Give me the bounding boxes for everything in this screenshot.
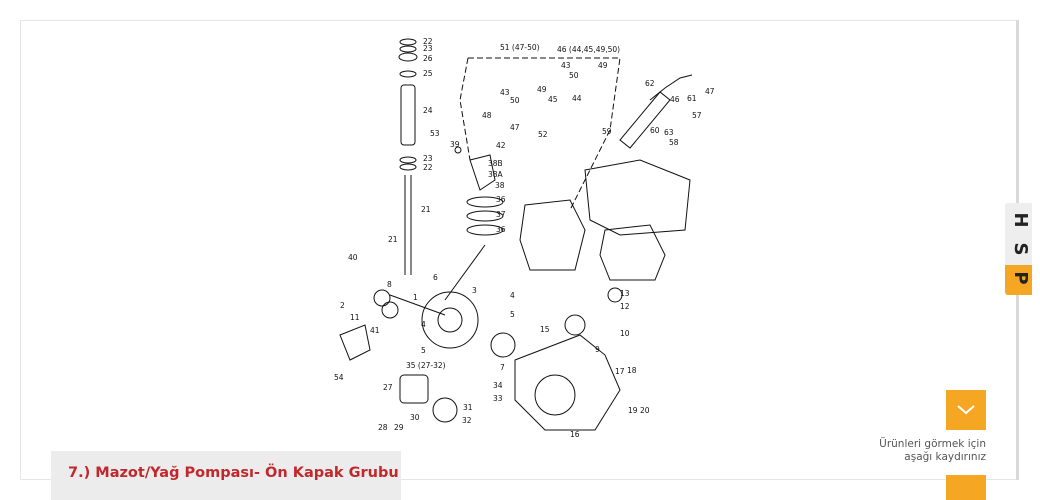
svg-text:59: 59 xyxy=(602,127,612,136)
svg-text:5: 5 xyxy=(421,346,426,355)
svg-text:50: 50 xyxy=(569,71,579,80)
svg-text:26: 26 xyxy=(423,54,433,63)
svg-text:4: 4 xyxy=(421,320,426,329)
svg-text:57: 57 xyxy=(692,111,702,120)
svg-text:33: 33 xyxy=(493,394,503,403)
svg-text:37: 37 xyxy=(496,210,506,219)
svg-text:51 (47-50): 51 (47-50) xyxy=(500,43,540,52)
svg-text:6: 6 xyxy=(433,273,438,282)
svg-text:47: 47 xyxy=(705,87,715,96)
scroll-hint: Ürünleri görmek için aşağı kaydırınız xyxy=(879,438,986,464)
svg-text:43: 43 xyxy=(561,61,571,70)
svg-text:22: 22 xyxy=(423,37,433,46)
svg-text:7: 7 xyxy=(500,363,505,372)
secondary-button[interactable] xyxy=(946,475,986,500)
svg-text:13: 13 xyxy=(620,289,630,298)
svg-text:15: 15 xyxy=(540,325,550,334)
svg-text:60: 60 xyxy=(650,126,660,135)
chevron-down-icon xyxy=(957,405,975,415)
svg-text:5: 5 xyxy=(510,310,515,319)
svg-text:49: 49 xyxy=(598,61,608,70)
svg-text:52: 52 xyxy=(538,130,548,139)
svg-text:23: 23 xyxy=(423,154,433,163)
svg-text:22: 22 xyxy=(423,163,433,172)
tab-letter-p: P xyxy=(1010,271,1031,285)
svg-text:53: 53 xyxy=(430,129,440,138)
svg-text:49: 49 xyxy=(537,85,547,94)
svg-text:46 (44,45,49,50): 46 (44,45,49,50) xyxy=(557,45,620,54)
scroll-down-button[interactable] xyxy=(946,390,986,430)
svg-text:36: 36 xyxy=(496,225,506,234)
svg-text:50: 50 xyxy=(510,96,520,105)
svg-text:39: 39 xyxy=(450,140,460,149)
tab-accent-stripe xyxy=(1005,265,1032,295)
scroll-hint-line2: aşağı kaydırınız xyxy=(904,451,986,463)
tab-letter-h: H xyxy=(1010,212,1031,228)
svg-text:35 (27-32): 35 (27-32) xyxy=(406,361,446,370)
caption-panel: 7.) Mazot/Yağ Pompası- Ön Kapak Grubu xyxy=(51,451,401,500)
svg-text:10: 10 xyxy=(620,329,630,338)
section-title: 7.) Mazot/Yağ Pompası- Ön Kapak Grubu xyxy=(68,465,399,481)
svg-text:24: 24 xyxy=(423,106,433,115)
scroll-hint-line1: Ürünleri görmek için xyxy=(879,438,986,450)
svg-text:20: 20 xyxy=(640,406,650,415)
svg-text:38A: 38A xyxy=(488,170,504,179)
svg-text:4: 4 xyxy=(510,291,515,300)
svg-text:36: 36 xyxy=(496,195,506,204)
svg-text:31: 31 xyxy=(463,403,473,412)
svg-text:11: 11 xyxy=(350,313,360,322)
svg-text:12: 12 xyxy=(620,302,630,311)
svg-text:30: 30 xyxy=(410,413,420,422)
svg-text:48: 48 xyxy=(482,111,492,120)
svg-text:3: 3 xyxy=(472,286,477,295)
svg-text:9: 9 xyxy=(595,345,600,354)
svg-text:40: 40 xyxy=(348,253,358,262)
svg-text:17: 17 xyxy=(615,367,625,376)
svg-text:38: 38 xyxy=(495,181,505,190)
svg-text:58: 58 xyxy=(669,138,679,147)
svg-text:32: 32 xyxy=(462,416,472,425)
svg-text:62: 62 xyxy=(645,79,655,88)
hsp-side-tab[interactable]: H S P xyxy=(1005,203,1032,295)
svg-text:27: 27 xyxy=(383,383,393,392)
svg-text:1: 1 xyxy=(413,293,418,302)
svg-text:42: 42 xyxy=(496,141,506,150)
svg-text:29: 29 xyxy=(394,423,404,432)
svg-text:44: 44 xyxy=(572,94,582,103)
svg-text:18: 18 xyxy=(627,366,637,375)
svg-text:2: 2 xyxy=(340,301,345,310)
svg-text:54: 54 xyxy=(334,373,344,382)
svg-text:16: 16 xyxy=(570,430,580,439)
svg-text:63: 63 xyxy=(664,128,674,137)
svg-text:46: 46 xyxy=(670,95,680,104)
svg-text:28: 28 xyxy=(378,423,388,432)
svg-text:25: 25 xyxy=(423,69,433,78)
svg-text:38B: 38B xyxy=(488,159,503,168)
svg-text:41: 41 xyxy=(370,326,380,335)
svg-text:45: 45 xyxy=(548,95,558,104)
svg-text:21: 21 xyxy=(421,205,431,214)
svg-text:47: 47 xyxy=(510,123,520,132)
svg-text:21: 21 xyxy=(388,235,398,244)
tab-letter-s: S xyxy=(1010,242,1031,256)
svg-text:43: 43 xyxy=(500,88,510,97)
svg-text:34: 34 xyxy=(493,381,503,390)
svg-text:19: 19 xyxy=(628,406,638,415)
svg-text:61: 61 xyxy=(687,94,697,103)
svg-text:23: 23 xyxy=(423,44,433,53)
svg-text:8: 8 xyxy=(387,280,392,289)
